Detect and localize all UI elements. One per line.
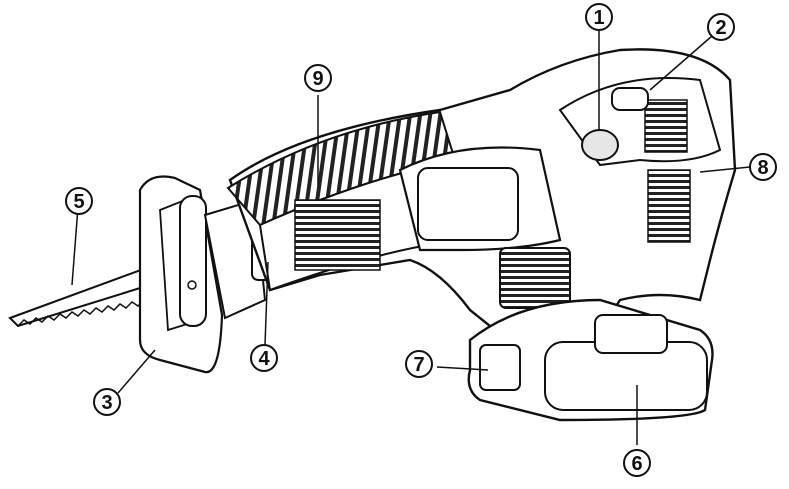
svg-text:8: 8 [757,157,768,179]
svg-text:6: 6 [631,453,642,475]
svg-text:4: 4 [258,348,270,370]
tool-body [226,48,737,352]
callouts: 1 2 3 4 5 6 7 8 [65,3,777,477]
callout-1: 1 [585,3,613,31]
svg-text:3: 3 [101,392,112,414]
callout-6: 6 [623,449,651,477]
callout-4: 4 [250,344,278,372]
battery-pack [467,298,714,422]
svg-text:2: 2 [715,17,726,39]
svg-text:1: 1 [593,7,604,29]
leader-lines [71,30,751,445]
callout-3: 3 [93,388,121,416]
pivoting-shoe [138,175,224,374]
callout-2: 2 [707,13,735,41]
svg-text:5: 5 [73,191,84,213]
callout-5: 5 [65,187,93,215]
svg-text:7: 7 [413,354,424,376]
callout-8: 8 [749,153,777,181]
callout-7: 7 [405,350,433,378]
callout-9: 9 [304,64,332,92]
svg-text:9: 9 [312,68,323,90]
